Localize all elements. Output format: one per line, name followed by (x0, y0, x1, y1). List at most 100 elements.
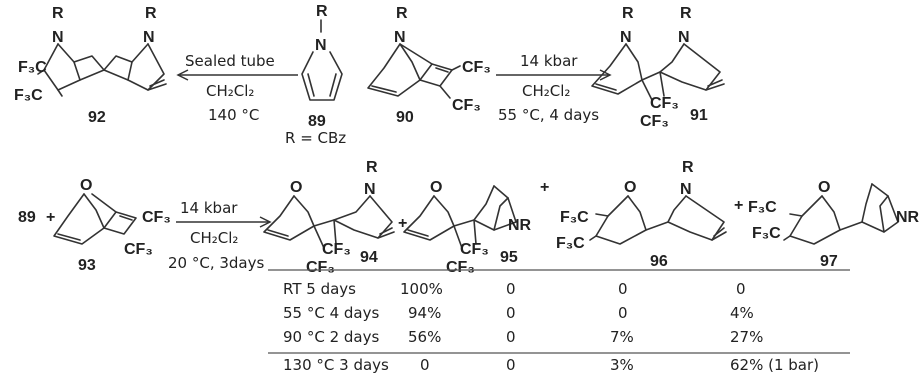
row-condition: RT 5 days (283, 280, 356, 298)
cell-94: 56% (408, 328, 441, 346)
condition-label: 14 kbar (180, 199, 238, 217)
structure-96: O R N F₃C F₃C 96 (556, 159, 727, 270)
r-label: R (682, 159, 694, 176)
plus-sign: + (46, 209, 55, 226)
structure-95: O NR CF₃ CF₃ 95 (403, 179, 532, 276)
n-label: N (364, 181, 376, 198)
cell-96: 7% (610, 328, 634, 346)
condition-label: 55 °C, 4 days (498, 106, 599, 124)
n-label: N (678, 29, 690, 46)
cf3-label: CF₃ (322, 241, 351, 258)
f3c-label: F₃C (14, 87, 43, 104)
row-condition: 130 °C 3 days (283, 356, 389, 374)
r-definition: R = CBz (285, 129, 346, 147)
n-label: N (143, 29, 155, 46)
cell-97: 27% (730, 328, 763, 346)
f3c-label: F₃C (18, 59, 47, 76)
r-label: R (622, 5, 634, 22)
compound-number: 90 (396, 109, 414, 126)
condition-label: CH₂Cl₂ (190, 229, 238, 247)
r-label: R (145, 5, 157, 22)
cell-97: 62% (1 bar) (730, 356, 819, 374)
structure-92: R N R N F₃C F₃C 92 (14, 5, 167, 126)
cell-95: 0 (506, 280, 516, 298)
o-label: O (80, 177, 92, 194)
n-label: N (680, 181, 692, 198)
condition-label: 14 kbar (520, 52, 578, 70)
compound-number: 96 (650, 253, 668, 270)
n-label: N (52, 29, 64, 46)
reactant-89-label: 89 (18, 209, 36, 226)
condition-label: 20 °C, 3days (168, 254, 264, 272)
n-label: N (315, 37, 327, 54)
structure-93: O CF₃ CF₃ 93 (53, 177, 171, 274)
r-label: R (680, 5, 692, 22)
compound-number: 95 (500, 249, 518, 266)
structure-89: R N 89 R = CBz (285, 3, 346, 147)
cf3-label: CF₃ (650, 95, 679, 112)
compound-number: 89 (308, 113, 326, 130)
compound-number: 93 (78, 257, 96, 274)
table-row: 130 °C 3 days 0 0 3% 62% (1 bar) (283, 356, 819, 374)
cf3-label: CF₃ (452, 97, 481, 114)
cf3-label: CF₃ (142, 209, 171, 226)
compound-number: 97 (820, 253, 838, 270)
compound-number: 94 (360, 249, 378, 266)
condition-label: Sealed tube (185, 52, 275, 70)
cf3-label: CF₃ (462, 59, 491, 76)
cf3-label: CF₃ (640, 113, 669, 130)
nr-label: NR (896, 209, 920, 226)
compound-number: 91 (690, 107, 708, 124)
structure-90: R N CF₃ CF₃ 90 (367, 5, 491, 126)
r-label: R (316, 3, 328, 20)
plus-sign: + (734, 197, 743, 214)
table-row: 90 °C 2 days 56% 0 7% 27% (283, 328, 763, 346)
cf3-label: CF₃ (446, 259, 475, 276)
o-label: O (290, 179, 302, 196)
cell-94: 100% (400, 280, 443, 298)
arrow-to-92: Sealed tube CH₂Cl₂ 140 °C (176, 52, 298, 124)
cf3-label: CF₃ (306, 259, 335, 276)
structure-94: O R N CF₃ CF₃ 94 (263, 159, 395, 276)
plus-sign: + (540, 179, 549, 196)
cell-95: 0 (506, 328, 516, 346)
r-label: R (52, 5, 64, 22)
cf3-label: CF₃ (124, 241, 153, 258)
yield-table: RT 5 days 100% 0 0 0 55 °C 4 days 94% 0 … (268, 269, 850, 374)
f3c-label: F₃C (748, 199, 777, 216)
o-label: O (624, 179, 636, 196)
arrow-to-91: 14 kbar CH₂Cl₂ 55 °C, 4 days (496, 52, 612, 124)
n-label: N (620, 29, 632, 46)
condition-label: 140 °C (208, 106, 259, 124)
cell-96: 3% (610, 356, 634, 374)
f3c-label: F₃C (560, 209, 589, 226)
condition-label: CH₂Cl₂ (206, 82, 254, 100)
nr-label: NR (508, 217, 532, 234)
f3c-label: F₃C (752, 225, 781, 242)
plus-sign: + (398, 215, 407, 232)
cell-96: 0 (618, 304, 628, 322)
cell-97: 0 (736, 280, 746, 298)
n-label: N (394, 29, 406, 46)
row-condition: 55 °C 4 days (283, 304, 379, 322)
cell-95: 0 (506, 304, 516, 322)
compound-number: 92 (88, 109, 106, 126)
r-label: R (396, 5, 408, 22)
table-row: RT 5 days 100% 0 0 0 (283, 280, 746, 298)
structure-97: O NR F₃C F₃C 97 (748, 179, 920, 270)
o-label: O (430, 179, 442, 196)
cf3-label: CF₃ (460, 241, 489, 258)
o-label: O (818, 179, 830, 196)
row-condition: 90 °C 2 days (283, 328, 379, 346)
f3c-label: F₃C (556, 235, 585, 252)
cell-97: 4% (730, 304, 754, 322)
table-row: 55 °C 4 days 94% 0 0 4% (283, 304, 754, 322)
cell-94: 94% (408, 304, 441, 322)
arrow-to-products: 14 kbar CH₂Cl₂ 20 °C, 3days (168, 199, 272, 272)
structure-91: R N R N CF₃ CF₃ 91 (591, 5, 725, 130)
condition-label: CH₂Cl₂ (522, 82, 570, 100)
r-label: R (366, 159, 378, 176)
cell-96: 0 (618, 280, 628, 298)
cell-94: 0 (420, 356, 430, 374)
